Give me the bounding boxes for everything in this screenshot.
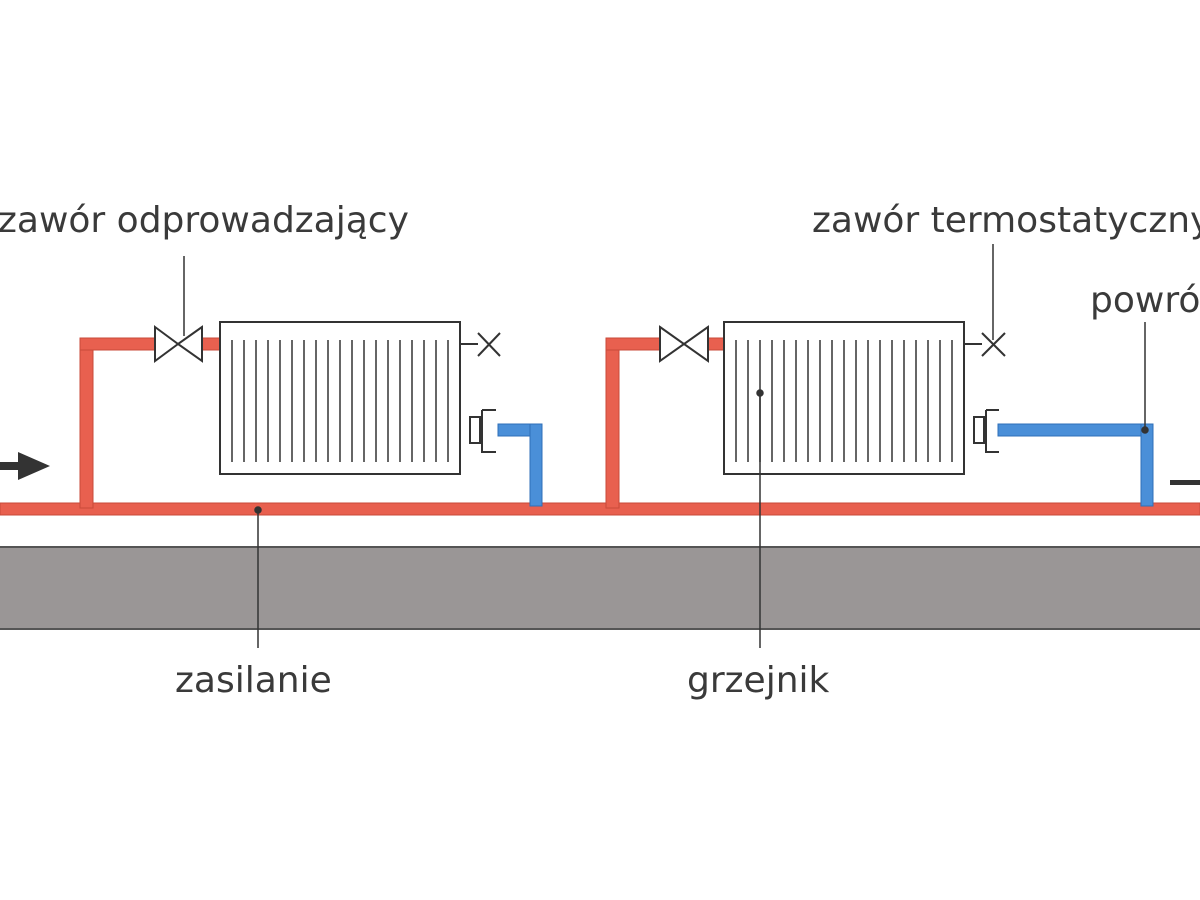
radiator-fins-icon: [231, 340, 449, 462]
label-return: powró: [1090, 280, 1200, 321]
lockshield-fitting-icon: [469, 409, 496, 453]
supply-pipe: [0, 337, 1200, 516]
label-supply: zasilanie: [175, 660, 332, 701]
radiator-2: [723, 321, 1006, 475]
return-pipe: [497, 423, 1154, 507]
air-vent-icon: [460, 332, 501, 357]
leader-lines: [183, 244, 1149, 648]
label-thermostatic-valve: zawór termostatyczny: [812, 200, 1200, 241]
lockshield-fitting-icon: [973, 409, 999, 453]
radiator-1: [219, 321, 501, 475]
flow-arrow-icon: [0, 452, 50, 480]
floor-slab: [0, 546, 1200, 630]
thermostatic-head-icon: [964, 332, 1006, 357]
label-radiator: grzejnik: [687, 660, 830, 701]
flow-arrow-right-icon: [1170, 480, 1200, 485]
label-drain-valve: zawór odprowadzający: [0, 200, 409, 241]
valve-2-icon: [659, 325, 709, 363]
valve-1-icon: [154, 325, 203, 363]
